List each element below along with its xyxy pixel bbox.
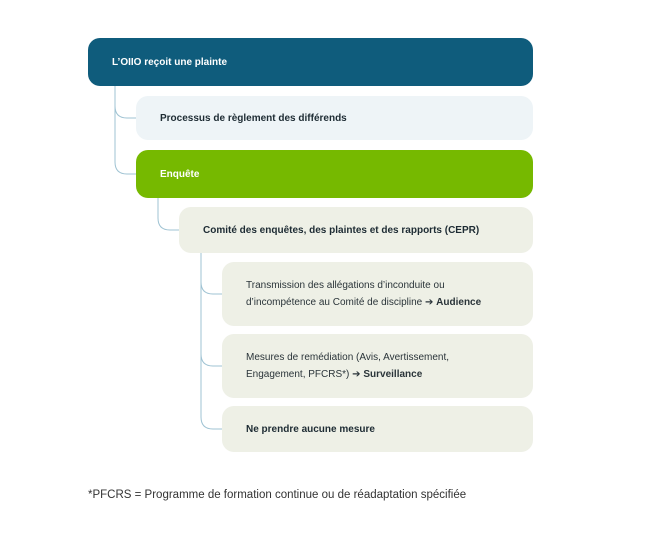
connector-investigation-to-cepr — [157, 198, 179, 231]
node-no-action-label: Ne prendre aucune mesure — [246, 423, 375, 435]
transmission-line2: d’incompétence au Comité de discipline — [246, 297, 423, 308]
node-investigation-label: Enquête — [160, 168, 200, 180]
remediation-line2: Engagement, PFCRS*) — [246, 369, 350, 380]
node-complaint-received: L’OIIO reçoit une plainte — [88, 38, 533, 86]
node-remediation-text: Mesures de remédiation (Avis, Avertissem… — [246, 349, 449, 383]
node-dispute-resolution-label: Processus de règlement des différends — [160, 112, 347, 124]
connector-cepr-to-transmission — [200, 253, 222, 295]
node-investigation: Enquête — [136, 150, 533, 198]
footnote: *PFCRS = Programme de formation continue… — [88, 489, 467, 501]
remediation-arrow: ➔ — [352, 369, 361, 380]
node-remediation: Mesures de remédiation (Avis, Avertissem… — [222, 334, 533, 398]
transmission-arrow: ➔ — [425, 297, 434, 308]
connector-cepr-to-no-action — [200, 354, 222, 430]
transmission-line1: Transmission des allégations d’inconduit… — [246, 280, 445, 291]
node-cepr: Comité des enquêtes, des plaintes et des… — [179, 207, 533, 253]
connector-root-to-investigation — [114, 106, 136, 175]
connector-root-to-process — [114, 86, 136, 119]
node-transmission-text: Transmission des allégations d’inconduit… — [246, 277, 481, 311]
transmission-outcome: Audience — [436, 297, 482, 308]
node-transmission: Transmission des allégations d’inconduit… — [222, 262, 533, 326]
node-dispute-resolution: Processus de règlement des différends — [136, 96, 533, 140]
remediation-line1: Mesures de remédiation (Avis, Avertissem… — [246, 352, 450, 363]
node-complaint-received-label: L’OIIO reçoit une plainte — [112, 56, 228, 68]
remediation-outcome: Surveillance — [363, 369, 423, 380]
connector-cepr-to-remediation — [200, 282, 222, 367]
node-no-action: Ne prendre aucune mesure — [222, 406, 533, 452]
node-cepr-label: Comité des enquêtes, des plaintes et des… — [203, 224, 480, 236]
